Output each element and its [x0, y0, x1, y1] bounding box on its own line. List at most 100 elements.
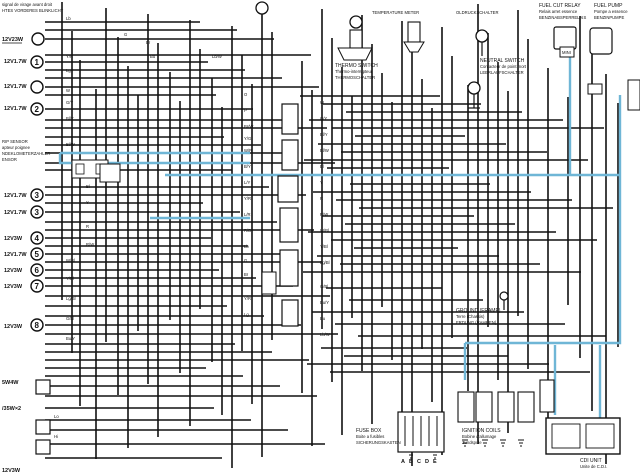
wire-code: Lb — [66, 16, 71, 21]
wire-code: W/Bl — [66, 258, 75, 263]
bulb-label-3b: 12V1.7W — [4, 210, 27, 216]
bottom-lamp-label-3: 12V3W — [2, 468, 21, 474]
bulb-num-3b: 3 — [35, 208, 40, 217]
wire-code: Y/Bl — [66, 276, 74, 281]
bulb-3: 12V1.7W 3 — [4, 188, 44, 202]
bulb-label-6: 12V3W — [4, 268, 23, 274]
bulb-3b: 12V1.7W 3 — [4, 205, 44, 219]
fuel-cut-relay-sub1: Relais arret essence — [539, 9, 578, 14]
wire-code: Bl/Y — [66, 116, 74, 121]
ground-symbols — [408, 439, 524, 459]
neutral-switch: NEUTRAL SWITCH Contacteur de point mort … — [467, 58, 527, 109]
neutral-switch-sub2: LEERLAUFSCHALTER — [480, 70, 524, 75]
fuse-box: A B C D E FUSE BOX Boite a fusibles SICH… — [356, 411, 445, 465]
fuel-pump-sub1: Pompe a essence — [594, 9, 628, 14]
wire-code: W/Bl — [320, 228, 329, 233]
fuse-letter-a: A — [401, 459, 405, 465]
bulb-num-8: 8 — [35, 321, 40, 330]
wire-code: Bl — [86, 184, 90, 189]
wire-code: Bl/W — [320, 148, 329, 153]
fuel-pump-title: FUEL PUMP — [594, 3, 623, 9]
fuse-box-sub2: SICHERUNGSKASTEN — [356, 440, 401, 445]
bottom-left-lamps: 5W4W /35W×2 12V3W Lo Hi — [2, 379, 59, 474]
wire-code: Lb/W — [320, 332, 330, 337]
wire-code: Bu — [320, 316, 326, 321]
mini-connector-label: MINI — [562, 50, 571, 55]
bottom-lamp-label-2: /35W×2 — [2, 406, 21, 412]
ignition-coils-sub2: Zundspule — [462, 440, 482, 445]
fuse-box-sub1: Boite a fusibles — [356, 434, 384, 439]
neutral-switch-title: NEUTRAL SWITCH — [480, 58, 525, 64]
grip-sensor: RIP SENSOR apteur poignee NDEKLOMETERZAH… — [2, 139, 109, 179]
wire-code: W — [66, 88, 70, 93]
bulb-label-8: 12V3W — [4, 324, 23, 330]
bulb-num-1: 1 — [35, 58, 40, 67]
top-left-caption-2: HTES VORDERES BLINKLICHT — [2, 8, 64, 13]
bulb-1b: 12V1.7W — [4, 80, 44, 94]
wire-code: Y/R — [244, 196, 251, 201]
ignition-coils-title: IGNITION COILS — [462, 428, 501, 434]
bulb-label-top: 12V23W — [2, 37, 24, 43]
bulb-num-6: 6 — [35, 266, 40, 275]
wire-code: G/Y — [66, 100, 73, 105]
thermo-switch-sub2: THERMOSCHALTER — [335, 75, 375, 80]
wire-code: B/Y — [244, 164, 251, 169]
ignition-coil-connectors — [457, 379, 555, 423]
wire-code: Lg — [66, 68, 71, 73]
wire-code: G/Bl — [66, 316, 74, 321]
wire-code: Bl — [320, 164, 324, 169]
fuse-letter-b: B — [409, 459, 413, 465]
bulb-num-7: 7 — [35, 282, 40, 291]
bottom-lamp-label-1: 5W4W — [2, 380, 19, 386]
wire-code: L/Y — [244, 180, 250, 185]
grip-sensor-title: RIP SENSOR — [2, 139, 28, 144]
wire-code: Lg/Bl — [66, 296, 76, 301]
ground-sub1: Terre (Chassis) — [456, 314, 485, 319]
bulb-label-1: 12V1.7W — [4, 59, 27, 65]
bulb-label-5: 12V1.7W — [4, 252, 27, 258]
bulb-num-2: 2 — [35, 105, 40, 114]
wire-code: Lb — [244, 244, 249, 249]
central-connector-stack — [99, 103, 299, 327]
bulb-label-7: 12V3W — [4, 284, 23, 290]
grip-sensor-sub3: ENSOR — [2, 157, 17, 162]
wire-code: Lb/W — [212, 54, 222, 59]
neutral-switch-sub1: Contacteur de point mort — [480, 64, 527, 69]
wire-code: R/B — [244, 228, 251, 233]
bulb-6: 12V3W 6 — [4, 263, 44, 277]
wire-code: Y/R — [244, 296, 251, 301]
wire-code: R/W — [320, 212, 328, 217]
oil-switch-caption: OLDRUCKSCHALTER — [456, 10, 499, 15]
top-left-caption-1: signal de virage avant droit — [2, 2, 53, 7]
fuse-letter-c: C — [417, 459, 421, 465]
wire-code: O — [244, 92, 248, 97]
wire-code: L/R — [244, 212, 251, 217]
bulb-label-3: 12V1.7W — [4, 193, 27, 199]
vertical-wires — [61, 2, 619, 468]
bulb-top: 12V23W — [2, 32, 45, 46]
bulb-1: 12V1.7W 1 — [4, 55, 44, 69]
bulb-2: 12V1.7W 2 — [4, 102, 44, 116]
wire-code: R — [320, 196, 323, 201]
ignition-coils-caption: IGNITION COILS Bobine d'allumage Zundspu… — [462, 428, 501, 445]
thermo-switch: THERMO SWITCH Thermo-interrupteur THERMO… — [335, 15, 378, 80]
ground-title: GROUND (FRAME) — [456, 308, 501, 314]
wire-code: Bu — [150, 54, 156, 59]
wire-code: G — [244, 258, 247, 263]
wire-code: R/W — [86, 242, 94, 247]
highlighted-wires — [58, 30, 622, 450]
bulb-4: 12V3W 4 — [4, 231, 44, 245]
ignition-coils-sub1: Bobine d'allumage — [462, 434, 497, 439]
fuel-cut-relay-title: FUEL CUT RELAY — [539, 3, 581, 9]
fuse-letter-e: E — [433, 459, 437, 465]
wire-code: Lg/Bl — [320, 260, 330, 265]
wire-code: Bl/W — [66, 142, 75, 147]
fuel-cut-relay: FUEL CUT RELAY Relais arret essence BENZ… — [539, 3, 586, 58]
cdi-unit-title: CDI UNIT — [580, 458, 602, 464]
grip-sensor-sub2: NDEKLOMETERZAHLER — [2, 151, 50, 156]
bulb-label-2: 12V1.7W — [4, 106, 27, 112]
bulb-label-1b: 12V1.7W — [4, 84, 27, 90]
wire-code: Y/G — [244, 136, 251, 141]
fuse-letter-d: D — [425, 459, 429, 465]
